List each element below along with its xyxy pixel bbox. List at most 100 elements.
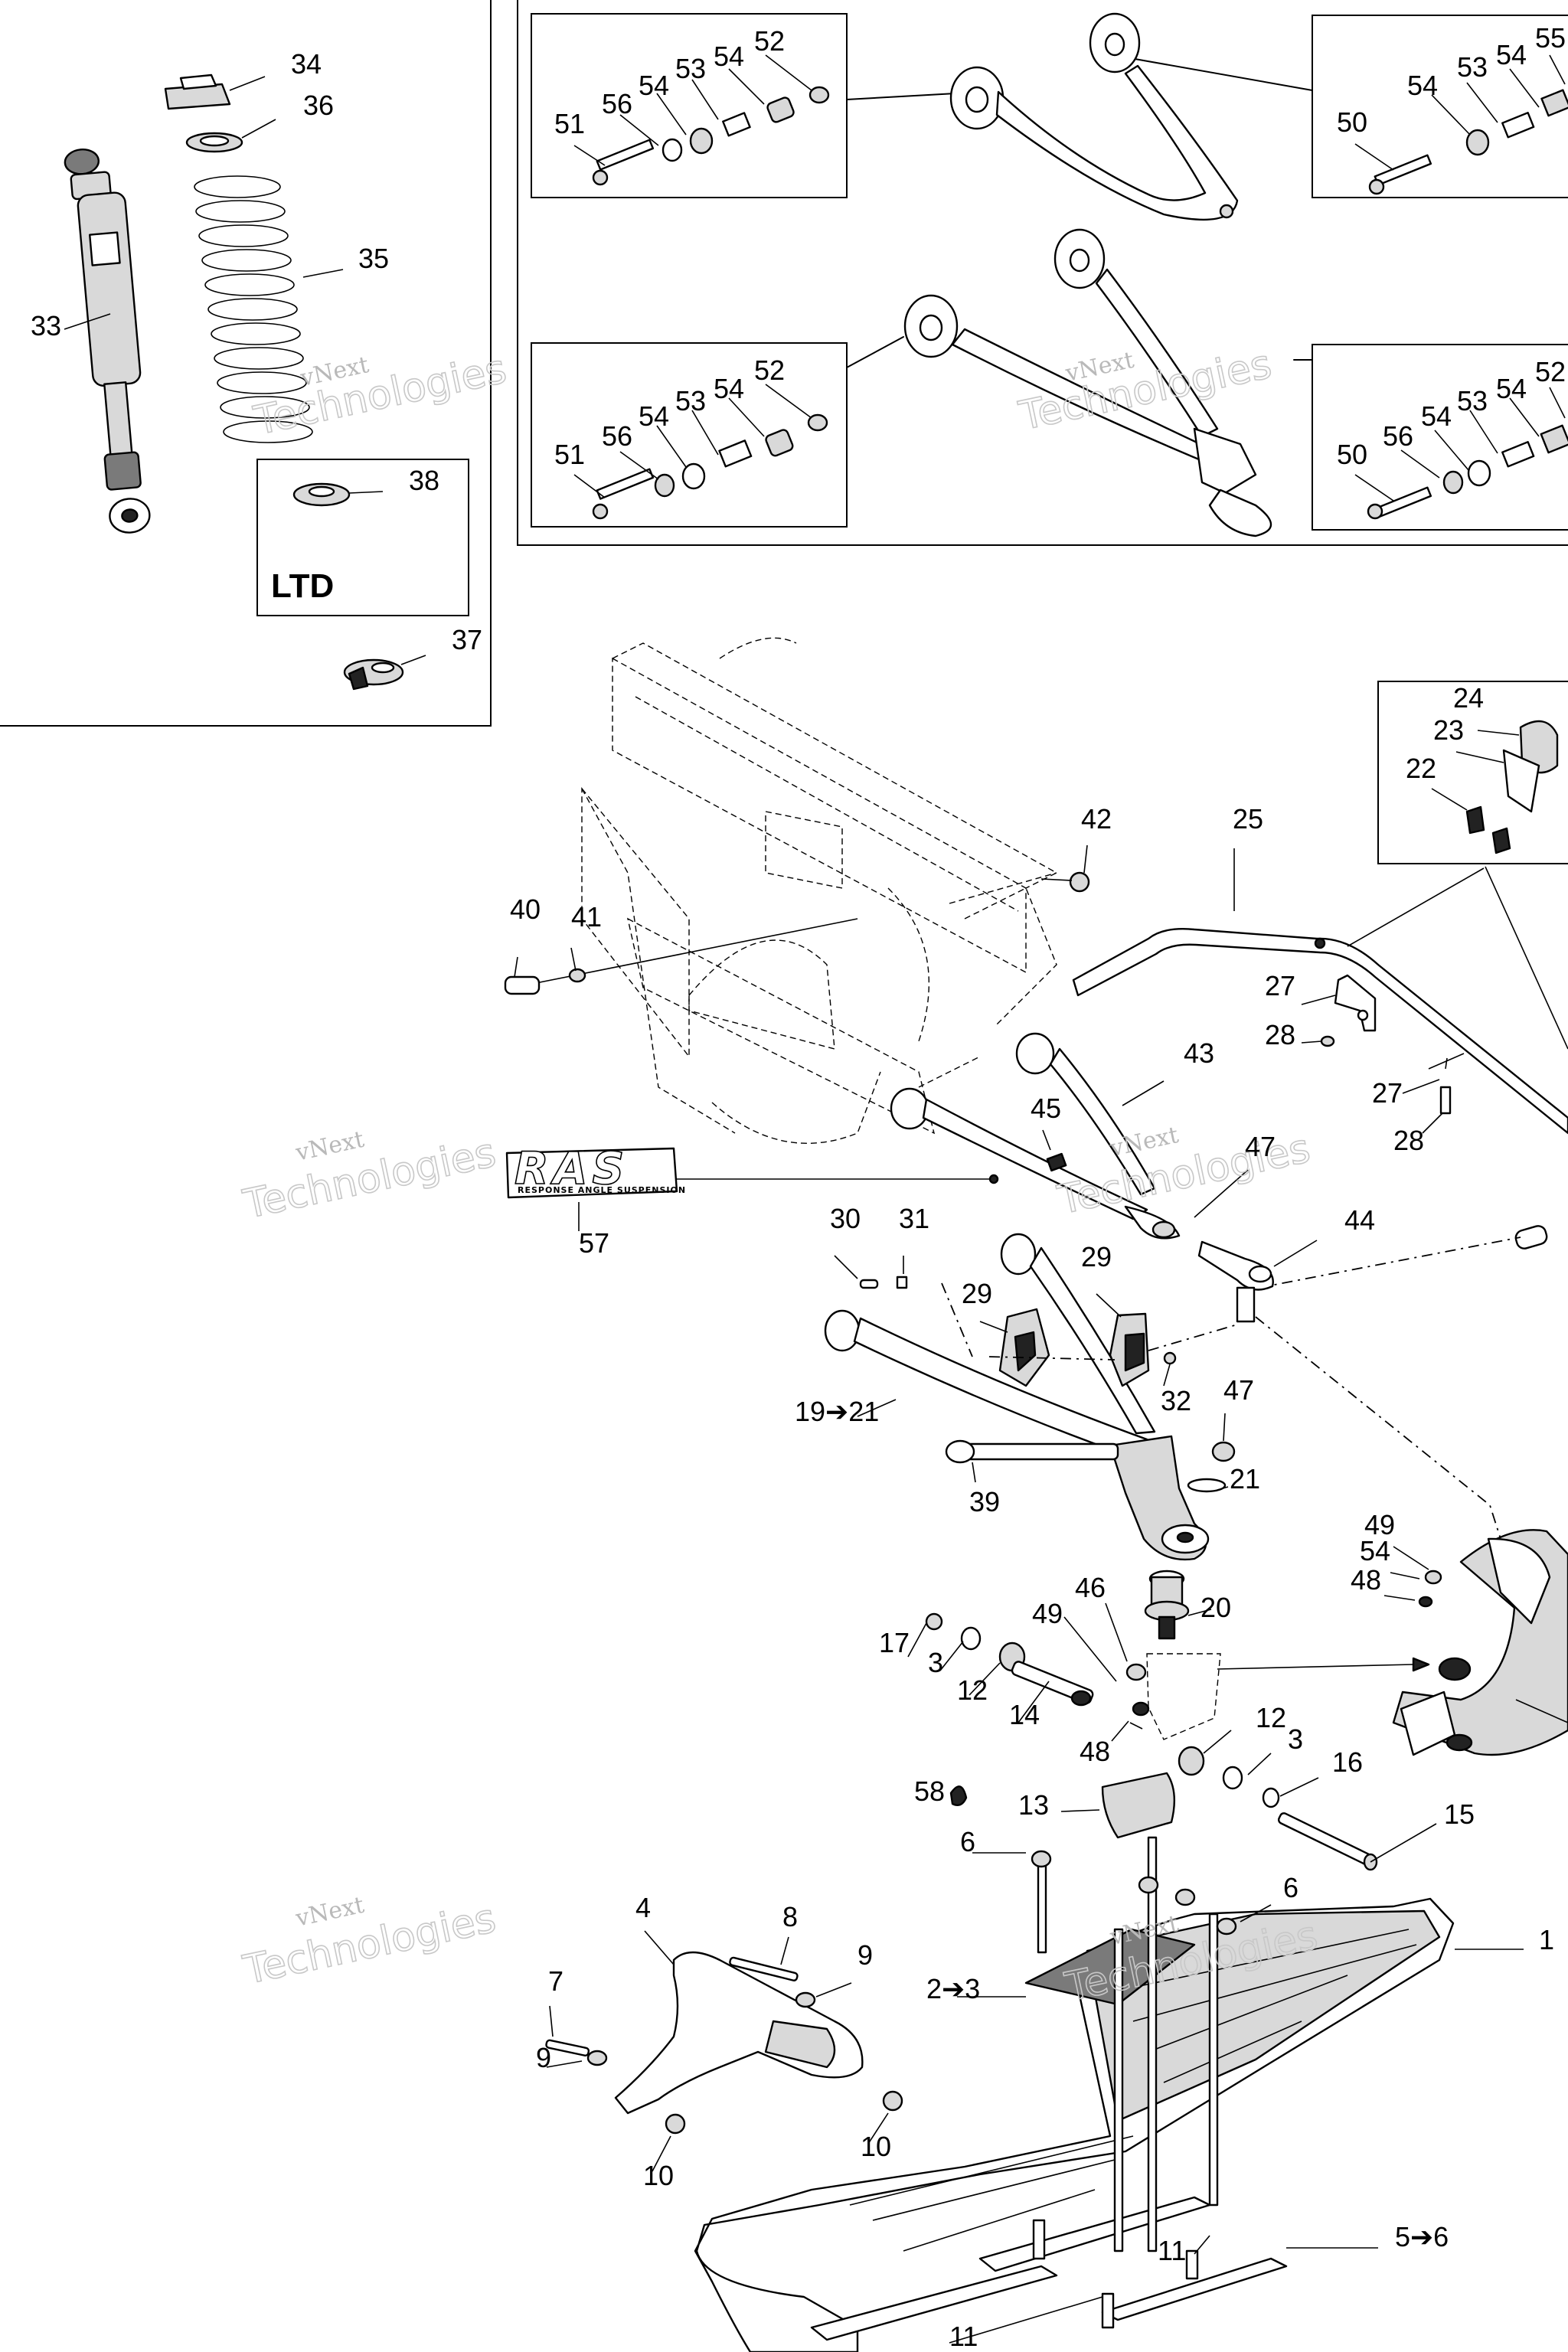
- sway-bar: [1072, 720, 1568, 1135]
- callout-c16: 16: [1332, 1746, 1363, 1778]
- callout-c13: 13: [1018, 1789, 1049, 1821]
- callout-cB54: 54: [1496, 39, 1527, 70]
- ras-logo: RAS RESPONSE ANGLE SUSPENSION: [505, 1142, 999, 1231]
- callout-c11b: 11: [949, 2321, 978, 2352]
- callout-cD54: 54: [1496, 373, 1527, 404]
- callout-c10b: 10: [643, 2160, 674, 2191]
- callout-c27b: 27: [1372, 1077, 1403, 1109]
- callout-c7: 7: [548, 1965, 564, 1997]
- callout-c58: 58: [914, 1775, 945, 1807]
- watermark-3-line2: Technologies: [240, 1130, 500, 1228]
- frames: [0, 0, 1568, 864]
- callout-c45: 45: [1031, 1093, 1061, 1124]
- callout-c32: 32: [1161, 1385, 1191, 1416]
- callout-cA53: 53: [675, 53, 706, 84]
- callout-c37: 37: [452, 624, 482, 655]
- callout-c49b: 49: [1032, 1598, 1063, 1629]
- callout-c9: 9: [858, 1939, 873, 1971]
- callout-cD54b: 54: [1421, 400, 1452, 432]
- callout-c49: 49: [1364, 1509, 1395, 1540]
- ltd-label: LTD: [271, 567, 334, 605]
- callout-c6b: 6: [1283, 1872, 1298, 1903]
- spring: [194, 175, 313, 443]
- callout-cB53: 53: [1457, 51, 1488, 83]
- callout-c54: 54: [1360, 1535, 1390, 1566]
- callout-cD52: 52: [1535, 356, 1566, 387]
- upper-a-arm: [890, 1032, 1249, 1240]
- callout-c33: 33: [31, 310, 61, 341]
- callout-c8: 8: [782, 1901, 798, 1932]
- callout-c23b: 2➔3: [926, 1973, 980, 2004]
- watermark-5-line2: Technologies: [240, 1896, 500, 1994]
- callout-c9b: 9: [536, 2042, 551, 2073]
- tie-rod: [1197, 1225, 1548, 1323]
- callout-cC54: 54: [714, 373, 744, 404]
- callout-c47: 47: [1245, 1131, 1276, 1162]
- callout-c3b: 3: [1288, 1723, 1303, 1755]
- lower-a-arm: [824, 1233, 1238, 1561]
- callout-c46: 46: [1075, 1572, 1106, 1603]
- callout-c1921: 19➔21: [795, 1396, 879, 1427]
- watermark-1-line2: Technologies: [250, 346, 510, 444]
- callout-c25: 25: [1233, 803, 1263, 835]
- callout-c6: 6: [960, 1826, 975, 1857]
- callout-cA52: 52: [754, 25, 785, 57]
- callout-c24: 24: [1453, 682, 1484, 714]
- callout-c10: 10: [861, 2131, 891, 2162]
- callout-c47b: 47: [1223, 1374, 1254, 1406]
- callout-c36: 36: [303, 90, 334, 121]
- callout-c21: 21: [1230, 1463, 1260, 1494]
- callout-c12: 12: [957, 1674, 988, 1706]
- brackets: [1301, 974, 1465, 1134]
- callout-c27: 27: [1265, 970, 1295, 1001]
- callout-c57: 57: [579, 1227, 609, 1259]
- callout-cB50: 50: [1337, 106, 1367, 138]
- callout-c11: 11: [1158, 2235, 1186, 2266]
- upper-a-arm-detail: [903, 12, 1272, 537]
- callout-c43: 43: [1184, 1037, 1214, 1069]
- callout-c38: 38: [409, 465, 439, 496]
- callout-c14: 14: [1009, 1699, 1040, 1730]
- callout-c56: 5➔6: [1395, 2221, 1449, 2252]
- callout-cC52: 52: [754, 354, 785, 386]
- frame-bolts: [504, 844, 1090, 995]
- callout-cA54b: 54: [639, 70, 669, 101]
- bushing-kits: [573, 54, 1568, 520]
- callout-cA54: 54: [714, 41, 744, 72]
- callout-c35: 35: [358, 243, 389, 274]
- chassis-frame: [528, 637, 1058, 1145]
- callout-c15: 15: [1444, 1798, 1475, 1830]
- callout-c1: 1: [1539, 1924, 1554, 1955]
- callout-c28: 28: [1265, 1019, 1295, 1050]
- callout-c39: 39: [969, 1486, 1000, 1517]
- callout-c22: 22: [1406, 753, 1436, 784]
- callout-c28b: 28: [1393, 1125, 1424, 1156]
- callout-cB55: 55: [1535, 22, 1566, 54]
- callout-cC56: 56: [602, 420, 632, 452]
- callout-c29b: 29: [1081, 1241, 1112, 1272]
- callout-c17: 17: [879, 1627, 910, 1658]
- shock-assembly: [64, 74, 426, 691]
- watermark-5: vNext Technologies: [239, 1892, 501, 1994]
- callout-c12b: 12: [1256, 1702, 1286, 1733]
- ski-handle: [545, 1930, 903, 2172]
- callout-c48b: 48: [1080, 1736, 1110, 1767]
- watermark-3: vNext Technologies: [239, 1126, 501, 1229]
- callout-c4: 4: [635, 1892, 651, 1923]
- callout-cD50: 50: [1337, 439, 1367, 470]
- callout-cC53: 53: [675, 385, 706, 416]
- callout-c40: 40: [510, 893, 541, 925]
- callout-c3: 3: [928, 1647, 943, 1678]
- callout-c23: 23: [1433, 714, 1464, 746]
- ras-logo-mark: RAS: [514, 1142, 629, 1194]
- callout-cC54b: 54: [639, 400, 669, 432]
- callout-cA51: 51: [554, 108, 585, 139]
- callout-c41: 41: [571, 901, 602, 933]
- callout-cC51: 51: [554, 439, 585, 470]
- callout-numbers: 3436353338375254535456515554535450525453…: [31, 22, 1566, 2352]
- ski: [694, 1836, 1524, 2352]
- callout-cB54b: 54: [1407, 70, 1438, 101]
- callout-c44: 44: [1344, 1204, 1375, 1236]
- callout-c20: 20: [1200, 1592, 1231, 1623]
